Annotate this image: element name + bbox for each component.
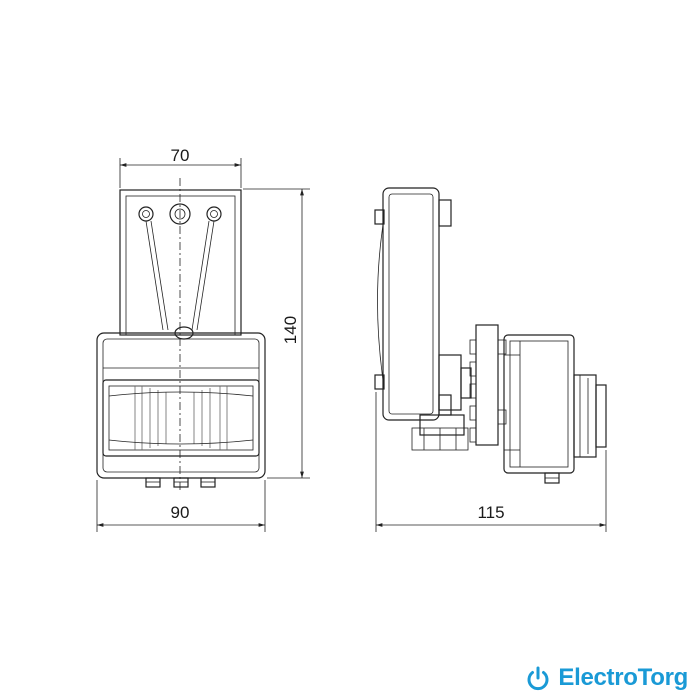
side-view: [374, 187, 607, 484]
front-view: [96, 178, 266, 492]
brand-logo: ElectroTorg: [524, 664, 688, 692]
side-sensor-head: [503, 334, 607, 484]
brand-name: ElectroTorg: [558, 664, 688, 691]
dim-70-label: 70: [171, 146, 190, 165]
dim-90: 90: [96, 480, 266, 532]
dim-140-label: 140: [281, 316, 300, 344]
mounting-bracket: [119, 189, 242, 340]
dim-115-label: 115: [477, 503, 504, 522]
side-swivel-gear: [469, 324, 507, 446]
power-icon: [527, 666, 549, 691]
dim-115: 115: [375, 392, 607, 532]
dim-70: 70: [119, 146, 242, 188]
side-joint: [411, 354, 472, 451]
side-wall-plate: [374, 187, 452, 421]
dim-140: 140: [243, 188, 310, 479]
dim-90-label: 90: [171, 503, 190, 522]
sensor-housing: [96, 332, 266, 488]
